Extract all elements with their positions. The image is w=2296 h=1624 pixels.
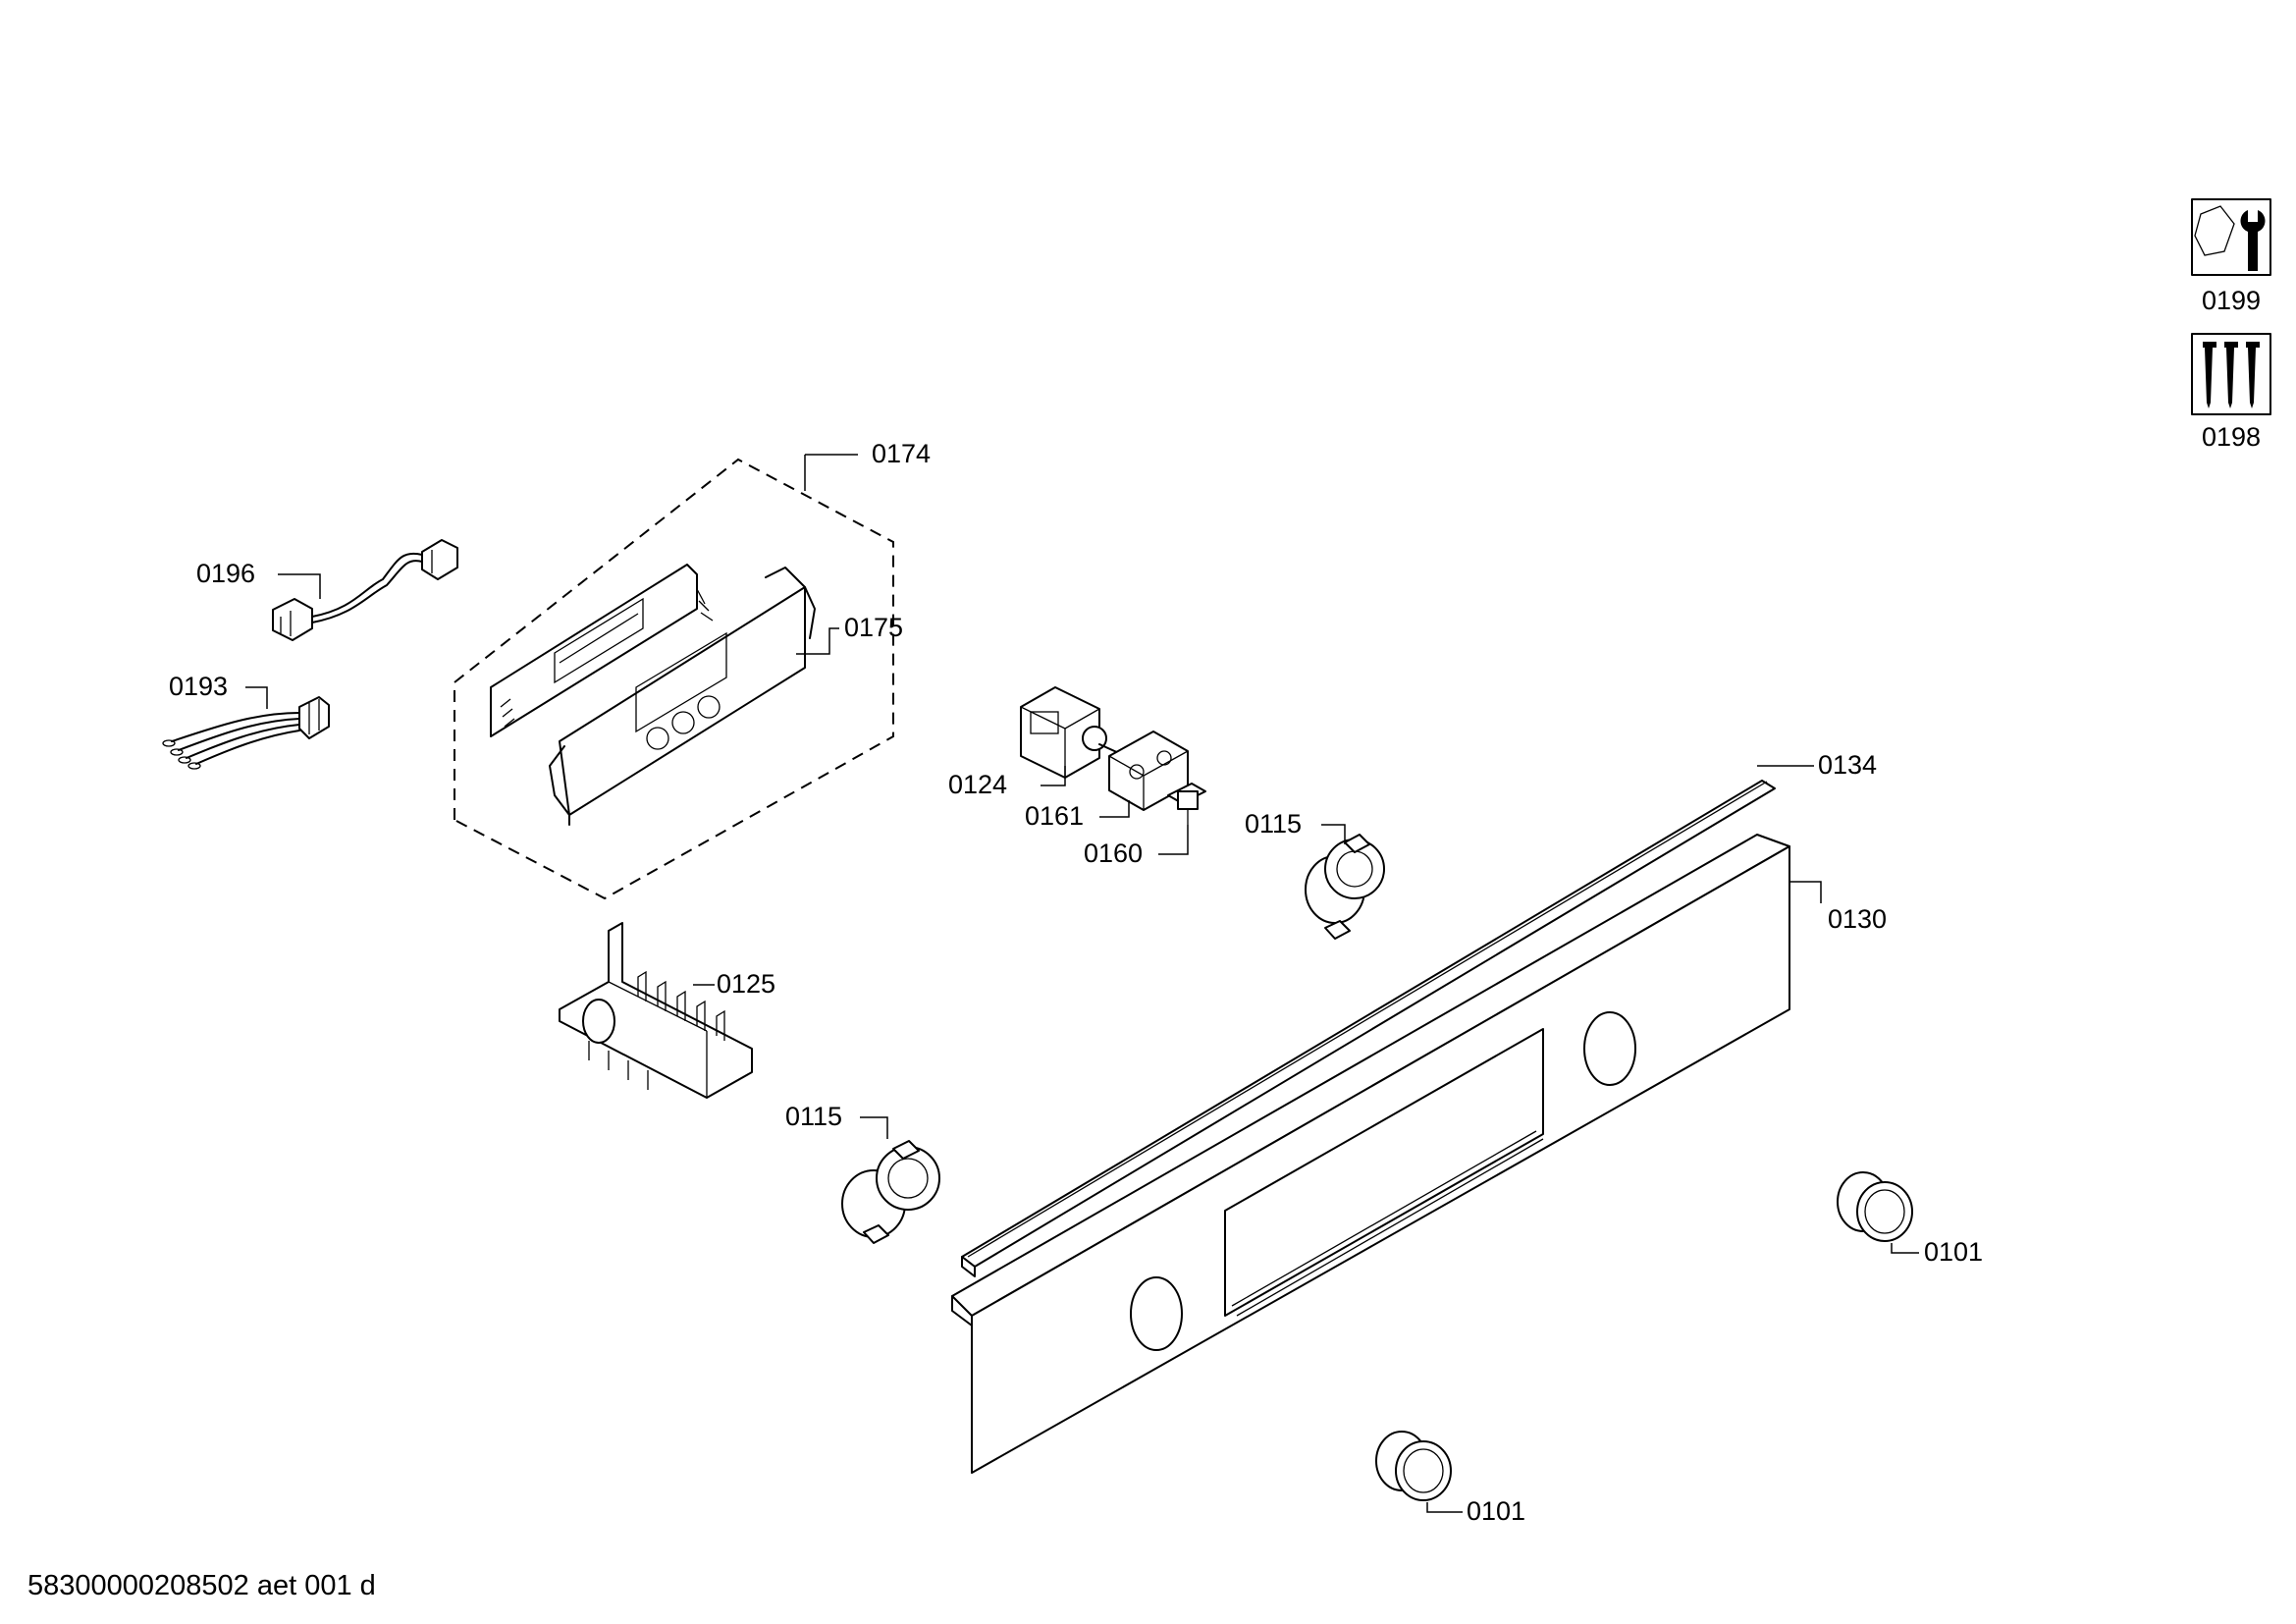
callout-label: 0160	[1084, 839, 1143, 868]
callout-label: 0174	[872, 439, 931, 468]
callout-label: 0101	[1467, 1496, 1525, 1526]
function-switch-part[interactable]	[559, 922, 753, 1099]
callout-label: 0199	[2202, 286, 2261, 315]
knob-holder-part[interactable]	[1305, 834, 1385, 940]
leader-line	[1041, 766, 1066, 786]
leader-line	[245, 686, 268, 709]
indicator-lamp-part[interactable]	[1167, 783, 1206, 825]
leader-line	[796, 627, 839, 655]
leader-line	[1321, 824, 1346, 844]
knob-holder-part[interactable]	[841, 1140, 940, 1244]
callout-label: 0115	[785, 1102, 842, 1131]
leader-line	[278, 573, 321, 599]
callout-label: 0198	[2202, 422, 2261, 452]
callout-label: 0124	[948, 770, 1007, 799]
callout-label: 0175	[844, 613, 903, 642]
assembly-group-outline	[454, 458, 894, 900]
trim-strip-part[interactable]	[961, 780, 1776, 1277]
callout-label: 0101	[1924, 1237, 1983, 1267]
tool-kit-icon[interactable]	[2191, 198, 2271, 276]
leader-line	[1789, 881, 1822, 903]
callout-label: 0193	[169, 672, 228, 701]
screw-set-icon[interactable]	[2191, 333, 2271, 415]
callout-label: 0125	[717, 969, 775, 999]
wire-harness-part[interactable]	[272, 539, 458, 641]
rotary-switch-part[interactable]	[1020, 686, 1122, 779]
wire-harness-part[interactable]	[162, 696, 330, 770]
leader-line	[1099, 800, 1130, 818]
callout-label: 0161	[1025, 801, 1084, 831]
control-knob-part[interactable]	[1837, 1171, 1913, 1242]
leader-line	[1426, 1502, 1463, 1513]
drawing-id: 58300000208502 aet 001 d	[27, 1570, 376, 1601]
leader-line	[1891, 1243, 1919, 1254]
leader-line	[860, 1116, 888, 1139]
control-knob-part[interactable]	[1375, 1431, 1452, 1501]
callout-label: 0130	[1828, 904, 1887, 934]
leader-line	[1158, 825, 1189, 855]
callout-label: 0196	[196, 559, 255, 588]
callout-label: 0115	[1245, 809, 1302, 839]
callout-label: 0134	[1818, 750, 1877, 780]
control-module-part[interactable]	[490, 564, 816, 826]
control-panel-part[interactable]	[951, 834, 1790, 1474]
